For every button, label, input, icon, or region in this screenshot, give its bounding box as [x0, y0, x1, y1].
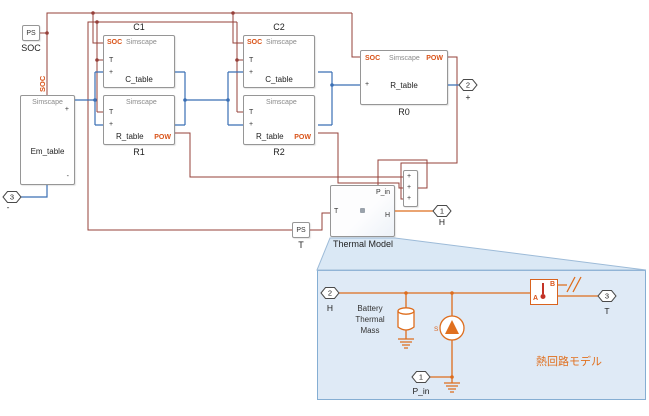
port-label-t: T [249, 109, 254, 116]
simscape-watermark: Simscape [266, 99, 297, 106]
r1-r-table-block[interactable]: Simscape T + R_table POW [103, 95, 175, 145]
signal-junction-dots [45, 11, 239, 62]
thermal-model-block[interactable]: P_in T H [330, 185, 395, 237]
thermal-reference-icon [566, 276, 582, 293]
outport-2-number: 2 [466, 81, 470, 90]
sum-block[interactable]: + + + [403, 170, 418, 207]
zoom-port-p-number: 1 [419, 373, 423, 382]
thermal-junction-dots [404, 291, 454, 379]
temperature-signal-wires[interactable] [87, 21, 330, 231]
zoom-port-h-number: 2 [328, 289, 332, 298]
battery-thermal-mass-label: Battery Thermal Mass [355, 304, 385, 335]
port-label-p-in: P_in [375, 189, 390, 196]
c1-c-table-block[interactable]: SOC Simscape T + C_table [103, 35, 175, 88]
ps-t-caption: T [298, 240, 304, 250]
ps-label: PS [296, 226, 306, 234]
sum-plus-2: + [407, 184, 412, 191]
heat-source-s-label: S [434, 326, 439, 333]
outport-1-number: 1 [440, 207, 444, 216]
outport-2-caption: + [466, 92, 471, 102]
port-label-pow: POW [426, 55, 443, 62]
outport-1-hexagon[interactable] [432, 205, 452, 217]
port-label-plus: + [365, 81, 370, 88]
port-label-minus: - [66, 173, 69, 180]
zoom-callout [316, 237, 647, 271]
port-label-h: H [384, 212, 390, 219]
c2-caption: C2 [273, 22, 285, 32]
r2-caption: R2 [273, 147, 285, 157]
port-label-plus: + [109, 121, 114, 128]
port-label-plus: + [109, 69, 114, 76]
zoom-inport-p-hexagon[interactable] [411, 371, 431, 383]
electrical-junction-dots [93, 83, 334, 102]
zoom-inport-h-hexagon[interactable] [320, 287, 340, 299]
ps-label: PS [26, 29, 36, 37]
port-label-pow: POW [154, 134, 171, 141]
electrical-wires[interactable] [21, 71, 459, 198]
r1-caption: R1 [133, 147, 145, 157]
sum-plus-3: + [407, 195, 412, 202]
em-table-block[interactable]: Simscape + Em_table - [20, 95, 75, 185]
zoom-thermal-wires[interactable] [339, 284, 598, 383]
block-name: R_table [390, 81, 418, 90]
outport-3-caption: - [7, 202, 10, 212]
c2-c-table-block[interactable]: SOC Simscape T + C_table [243, 35, 315, 88]
sum-plus-1: + [407, 173, 412, 180]
port-label-soc: SOC [247, 39, 263, 46]
port-label-t: T [249, 57, 254, 64]
outport-1-caption: H [439, 217, 445, 227]
ps-soc-caption: SOC [21, 43, 41, 53]
port-label-plus: + [64, 106, 69, 113]
outport-2-hexagon[interactable] [458, 79, 478, 91]
block-name: C_table [125, 75, 153, 84]
port-label-soc: SOC [107, 39, 123, 46]
port-label-pow: POW [294, 134, 311, 141]
thermal-model-caption: Thermal Model [332, 239, 394, 249]
thermal-mass-icon[interactable] [397, 307, 415, 331]
block-name: R_table [256, 132, 284, 141]
simscape-watermark: Simscape [126, 99, 157, 106]
zoom-port-p-caption: P_in [412, 386, 429, 396]
thermal-ground-symbols [398, 338, 460, 393]
r0-r-table-block[interactable]: SOC Simscape POW + R_table [360, 50, 448, 105]
zoom-port-h-caption: H [327, 303, 333, 313]
thermal-model-icon [360, 208, 365, 213]
sensor-port-a-label: A [533, 295, 539, 302]
simscape-watermark: Simscape [126, 39, 157, 46]
port-label-t: T [109, 57, 114, 64]
port-label-plus: + [249, 69, 254, 76]
soc-signal-wires[interactable] [40, 12, 360, 95]
port-label-plus: + [249, 121, 254, 128]
zoom-outport-t-hexagon[interactable] [597, 290, 617, 302]
ps-converter-soc-block[interactable]: PS [22, 25, 40, 41]
ps-converter-t-block[interactable]: PS [292, 222, 310, 238]
simscape-watermark: Simscape [389, 55, 420, 62]
r2-r-table-block[interactable]: Simscape T + R_table POW [243, 95, 315, 145]
block-name: C_table [265, 75, 293, 84]
heat-source-icon[interactable] [439, 315, 465, 341]
block-name: R_table [116, 132, 144, 141]
thermal-zoom-panel [317, 270, 646, 400]
port-label-t: T [334, 208, 339, 215]
zoom-port-t-number: 3 [605, 292, 609, 301]
c1-caption: C1 [133, 22, 145, 32]
port-label-soc: SOC [365, 55, 381, 62]
sensor-port-b-label: B [549, 281, 555, 288]
r0-caption: R0 [398, 107, 410, 117]
outport-3-number: 3 [10, 193, 14, 202]
outport-3-hexagon[interactable] [2, 191, 22, 203]
block-name: Em_table [30, 147, 65, 156]
simscape-watermark: Simscape [266, 39, 297, 46]
up-arrow-icon [445, 320, 459, 334]
zoom-port-t-caption: T [604, 306, 609, 316]
power-signal-wires[interactable] [175, 56, 458, 200]
thermal-circuit-annotation: 熱回路モデル [536, 356, 602, 368]
port-label-t: T [109, 109, 114, 116]
thermometer-icon [540, 283, 546, 299]
simscape-watermark: Simscape [32, 99, 63, 106]
